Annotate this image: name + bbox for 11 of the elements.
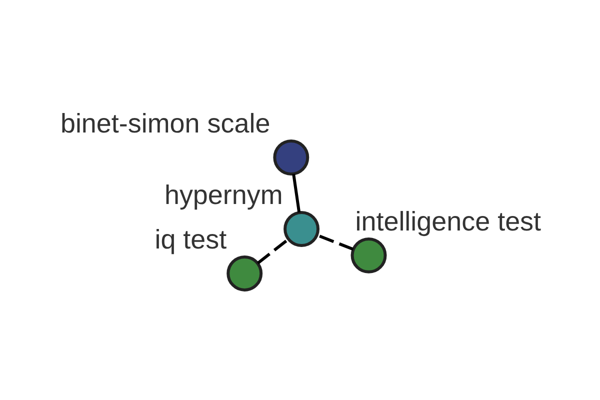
node-label: iq test <box>154 224 227 254</box>
node-label: intelligence test <box>355 206 542 236</box>
connector <box>256 238 290 264</box>
connector <box>316 233 354 250</box>
connector <box>292 173 301 212</box>
node-circle <box>226 255 263 291</box>
node-label: binet-simon scale <box>60 108 270 138</box>
node-circle <box>273 139 310 175</box>
node-circle <box>350 236 387 273</box>
node-circle <box>284 210 320 246</box>
node-label: hypernym <box>164 180 283 210</box>
